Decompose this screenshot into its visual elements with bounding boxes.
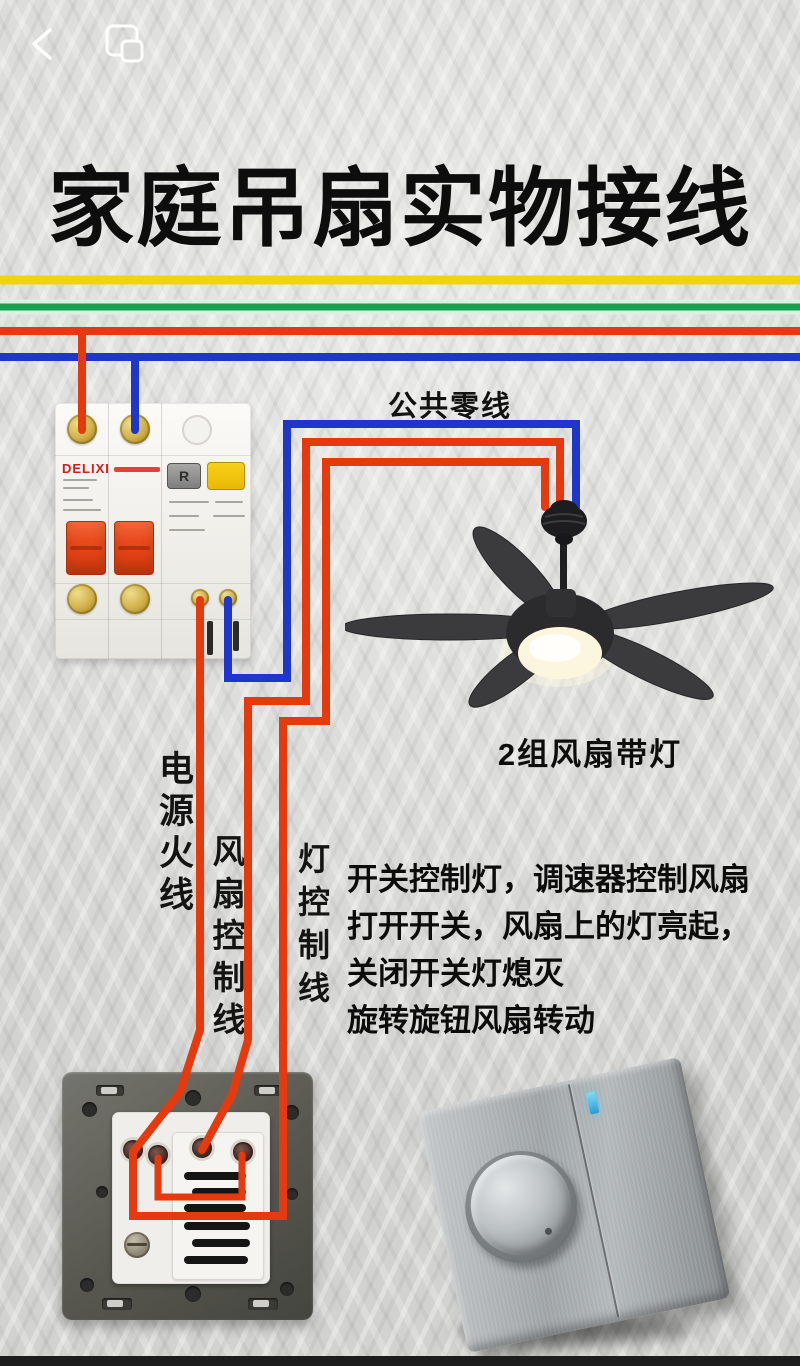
breaker-fineprint [169, 529, 205, 531]
breaker-mount-pin [207, 621, 213, 655]
breaker-seam [55, 455, 251, 456]
breaker-handle-2[interactable] [114, 521, 154, 575]
page-title: 家庭吊扇实物接线 [48, 161, 752, 257]
breaker-seam [108, 403, 109, 659]
switch-mount-slot [96, 1085, 124, 1096]
switch-mount-slot [102, 1298, 132, 1310]
switch-frame-hole [185, 1286, 201, 1302]
photo-bottom-edge [0, 1356, 800, 1366]
breaker-fineprint [63, 479, 97, 481]
switch-vent [184, 1172, 246, 1180]
breaker-bottom-terminal-2 [120, 584, 150, 614]
switch-frame-hole [284, 1105, 299, 1120]
neutral-wire-label: 公共零线 [388, 391, 513, 423]
red-live-wire-to-switch [129, 596, 204, 1156]
breaker-fineprint [169, 501, 209, 503]
fan-light-hotspot [529, 634, 581, 662]
breaker-knockout [182, 415, 212, 445]
description-text: 开关控制灯，调速器控制风扇 打开开关，风扇上的灯亮起， 关闭开关灯熄灭 旋转旋钮… [347, 856, 797, 1044]
switch-vent [184, 1204, 246, 1212]
light-control-wire-label: 灯控制线 [294, 842, 330, 1014]
switch-vent [184, 1256, 248, 1264]
breaker-fineprint [213, 515, 245, 517]
breaker-brand: DELIXI [62, 461, 110, 476]
description-line: 旋转旋钮风扇转动 [347, 1003, 595, 1038]
fan-caption: 2组风扇带灯 [497, 737, 683, 772]
breaker-test-button[interactable] [207, 462, 245, 490]
switch-fixing-screw [124, 1232, 150, 1258]
breaker-fineprint [63, 487, 89, 489]
switch-mount-slot [254, 1085, 282, 1096]
breaker-seam [55, 583, 251, 584]
red-fan-control-wire [198, 438, 564, 1154]
red-light-control-wire [129, 458, 549, 1220]
breaker-fineprint [63, 499, 93, 501]
fan-control-wire-label: 风扇控制线 [208, 834, 245, 1044]
multitask-button[interactable] [103, 22, 151, 68]
back-button[interactable] [26, 24, 58, 64]
description-line: 开关控制灯，调速器控制风扇 [347, 862, 750, 897]
switch-frame-hole [185, 1090, 201, 1106]
switch-frame-hole [96, 1186, 108, 1198]
breaker-mount-pin [233, 621, 239, 651]
switch-mount-slot [248, 1298, 278, 1310]
breaker-seam [161, 403, 162, 659]
breaker-red-stripe [114, 467, 160, 472]
breaker-fineprint [169, 515, 199, 517]
circuit-breaker: DELIXI R [55, 403, 251, 659]
breaker-seam [55, 619, 251, 620]
switch-frame-hole [280, 1282, 294, 1296]
fan-canopy [541, 500, 587, 545]
ceiling-fan [345, 500, 774, 708]
breaker-reset-button[interactable]: R [167, 463, 201, 489]
breaker-fineprint [63, 509, 101, 511]
switch-vent [192, 1239, 250, 1247]
switch-frame-hole [286, 1188, 298, 1200]
breaker-bottom-terminal-1 [67, 584, 97, 614]
red-switch-jumper [154, 1151, 246, 1201]
breaker-fineprint [215, 501, 243, 503]
breaker-handle-1[interactable] [66, 521, 106, 575]
blue-neutral-to-fan [224, 420, 580, 682]
description-line: 打开开关，风扇上的灯亮起， [347, 909, 750, 944]
overlapping-squares-icon [105, 24, 144, 63]
live-wire-label: 电源火线 [154, 750, 193, 918]
switch-frame-hole [80, 1278, 94, 1292]
description-line: 关闭开关灯熄灭 [347, 956, 564, 991]
switch-frame-hole [82, 1102, 97, 1117]
switch-vent [192, 1188, 246, 1196]
fan-motor-neck [546, 589, 576, 617]
switch-vent [184, 1222, 250, 1230]
chevron-left-icon [32, 28, 52, 60]
